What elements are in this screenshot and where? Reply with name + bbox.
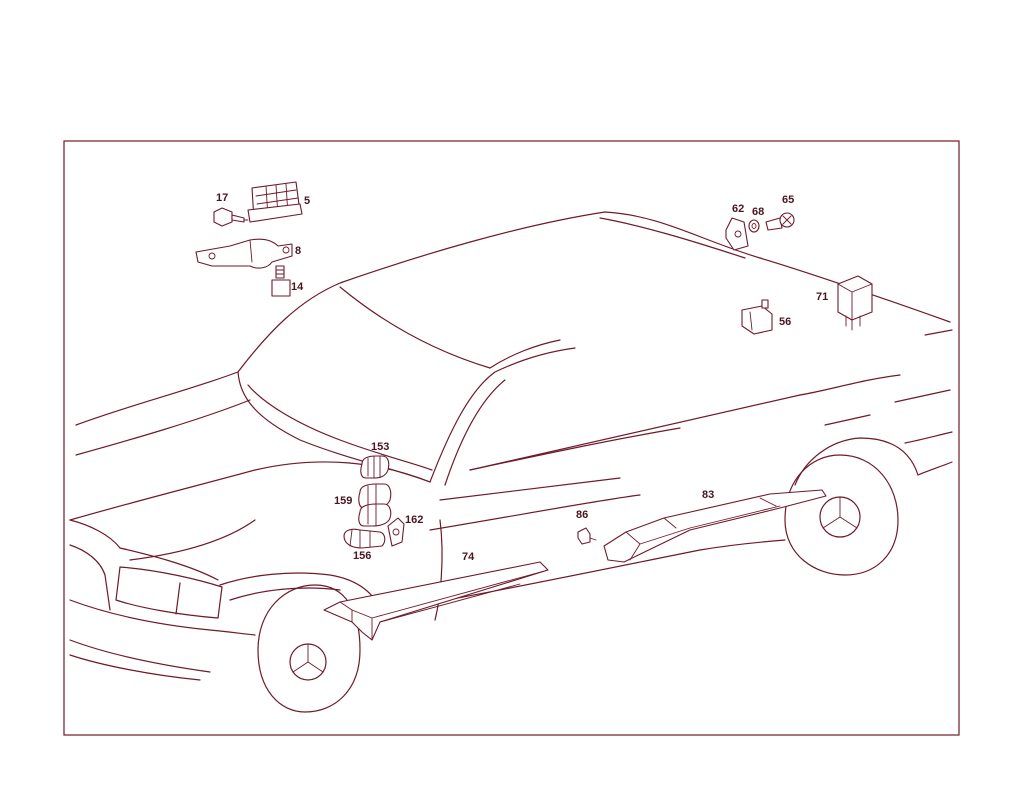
part-65-screw[interactable] [765,212,795,231]
label-65: 65 [782,194,794,206]
label-74: 74 [462,551,475,563]
part-156-plug[interactable] [343,528,386,549]
label-153: 153 [371,441,389,453]
label-83: 83 [702,489,714,501]
label-156: 156 [353,550,371,562]
callout-labels: 17 5 8 14 62 68 65 71 56 153 159 162 156… [216,192,828,563]
part-8-bracket[interactable] [195,238,293,269]
part-5-relay-block[interactable] [247,181,303,223]
part-86-clip[interactable] [577,527,597,545]
part-14-grommet[interactable] [271,265,291,297]
part-153-plug[interactable] [360,455,390,479]
label-159: 159 [334,495,352,507]
label-14: 14 [291,281,304,293]
label-17: 17 [216,192,228,204]
label-162: 162 [405,514,423,526]
car-body-outline [69,211,953,713]
part-62-holder[interactable] [725,217,749,251]
part-74-sill-panel[interactable] [323,561,549,641]
part-159-plug[interactable] [358,483,392,527]
part-83-sill-panel[interactable] [603,489,827,563]
label-8: 8 [295,245,301,257]
label-56: 56 [779,316,791,328]
label-5: 5 [304,195,310,207]
part-71-relay[interactable] [837,275,873,331]
label-71: 71 [816,291,828,303]
part-162-clip[interactable] [387,517,405,547]
label-62: 62 [732,203,744,215]
label-68: 68 [752,206,764,218]
part-17-bolt[interactable] [213,207,249,227]
label-86: 86 [576,509,588,521]
diagram-frame [63,140,960,736]
part-56-holder[interactable] [741,299,773,335]
part-68-washer[interactable] [748,219,760,233]
